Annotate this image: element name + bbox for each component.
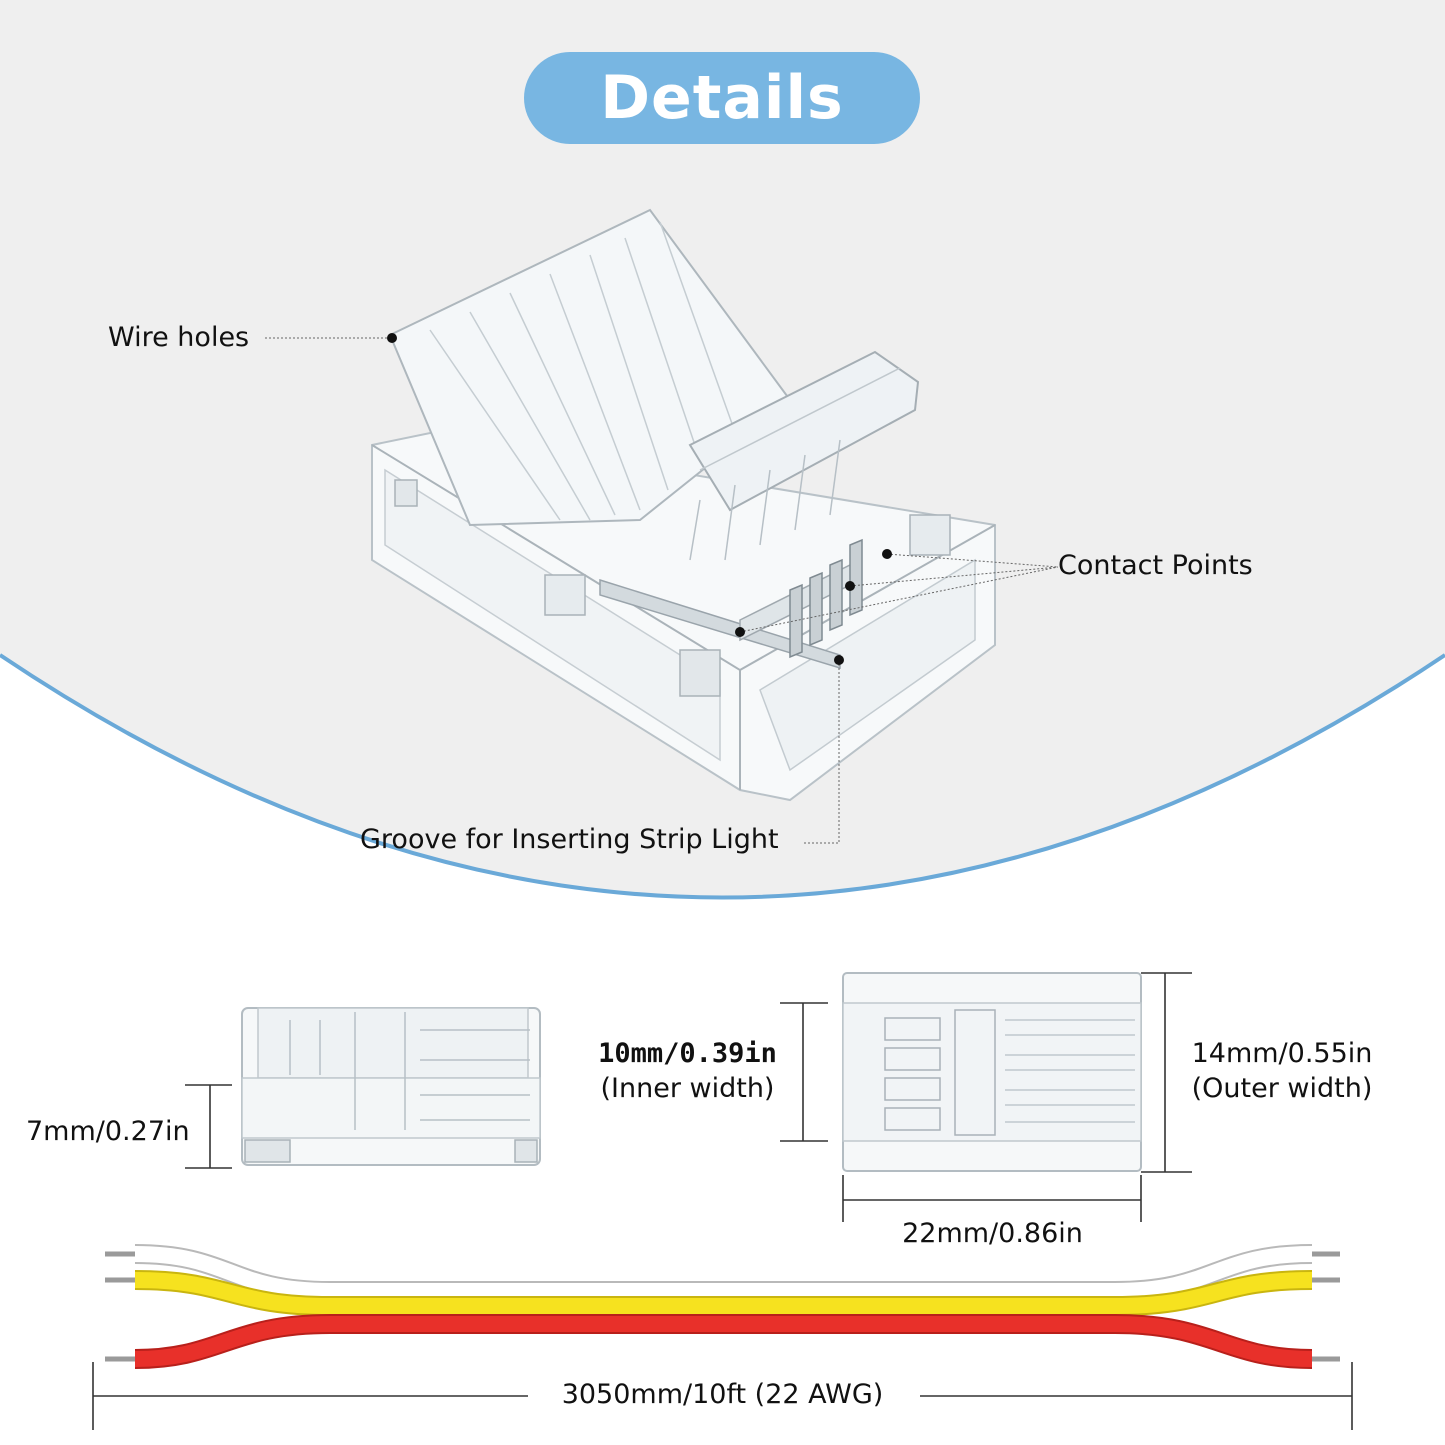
contact-point-dot: [882, 549, 892, 559]
inner-width-dimension-line: [780, 1002, 828, 1142]
white-wire: [134, 1246, 1313, 1299]
outer-width-note: (Outer width): [1191, 1073, 1373, 1105]
stripped-wire-ends: [105, 1251, 1340, 1362]
outer-width-value: 14mm/0.55in: [1191, 1038, 1373, 1069]
height-dimension-label: 7mm/0.27in: [26, 1116, 190, 1147]
outer-width-label: 14mm/0.55in (Outer width): [1178, 1036, 1386, 1106]
contact-points-leaders: [739, 553, 1059, 633]
yellow-wire: [134, 1272, 1313, 1314]
page-title: Details: [600, 63, 844, 133]
inner-width-value: 10mm/0.39in: [598, 1038, 777, 1069]
cable-length-label: 3050mm/10ft (22 AWG): [561, 1379, 884, 1410]
groove-label: Groove for Inserting Strip Light: [360, 824, 779, 855]
inner-width-label: 10mm/0.39in (Inner width): [585, 1036, 790, 1106]
groove-leader: [802, 660, 840, 844]
connector-side-view: [241, 1007, 541, 1166]
groove-dot: [834, 655, 844, 665]
wire-holes-label: Wire holes: [108, 322, 250, 353]
three-wire-cable: [105, 1244, 1340, 1369]
height-dimension-line: [185, 1084, 232, 1169]
contact-points-label: Contact Points: [1058, 550, 1253, 581]
outer-width-dimension-line: [1141, 972, 1192, 1173]
length-dimension-label: 22mm/0.86in: [902, 1218, 1083, 1249]
connector-top-view: [842, 972, 1142, 1172]
backdrop-arc: [0, 653, 1445, 900]
contact-point-dot: [735, 627, 745, 637]
title-badge: Details: [524, 52, 920, 144]
length-dimension-line: [842, 1175, 1142, 1222]
wire-holes-dot: [387, 333, 397, 343]
inner-width-note: (Inner width): [600, 1073, 775, 1105]
contact-point-dot: [845, 581, 855, 591]
callout-leaders: [265, 333, 1059, 844]
cable-length-dimension-line: [92, 1362, 1353, 1430]
red-wire: [134, 1316, 1313, 1367]
